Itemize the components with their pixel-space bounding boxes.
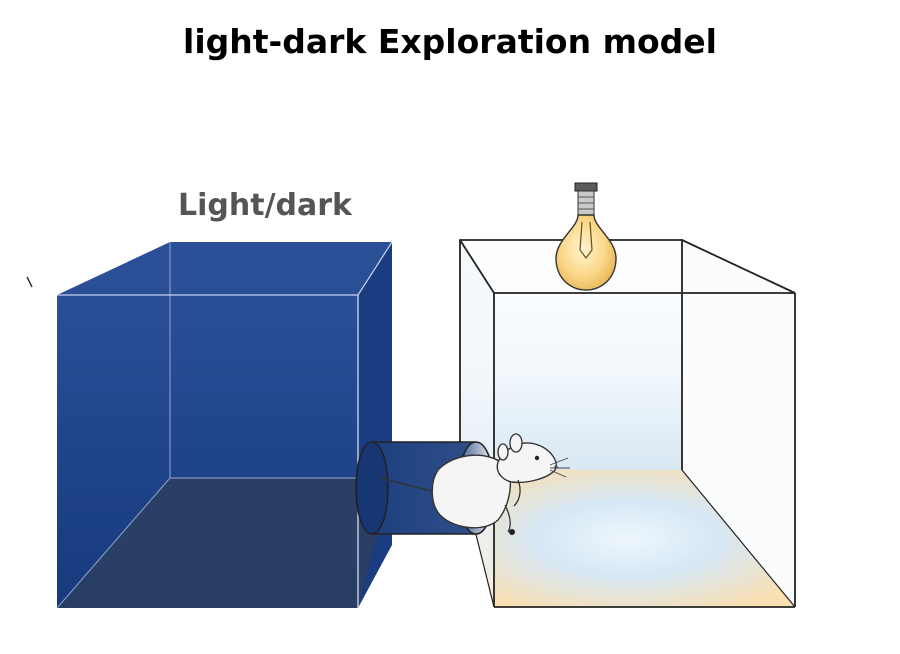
light-box-back-wall — [460, 240, 682, 470]
dark-box — [56, 241, 393, 609]
mouse-icon — [379, 433, 570, 535]
stray-mark — [26, 276, 33, 288]
light-bulb-icon — [555, 182, 617, 291]
dark-box-floor — [57, 478, 392, 608]
light-box — [459, 239, 796, 608]
light-box-right-wall — [682, 240, 795, 607]
light-box-left-wall — [460, 240, 494, 607]
dark-box-top — [57, 242, 392, 295]
page-title: light-dark Exploration model — [183, 22, 717, 61]
light-box-floor — [460, 470, 795, 607]
light-dark-label: Light/dark — [178, 188, 353, 223]
